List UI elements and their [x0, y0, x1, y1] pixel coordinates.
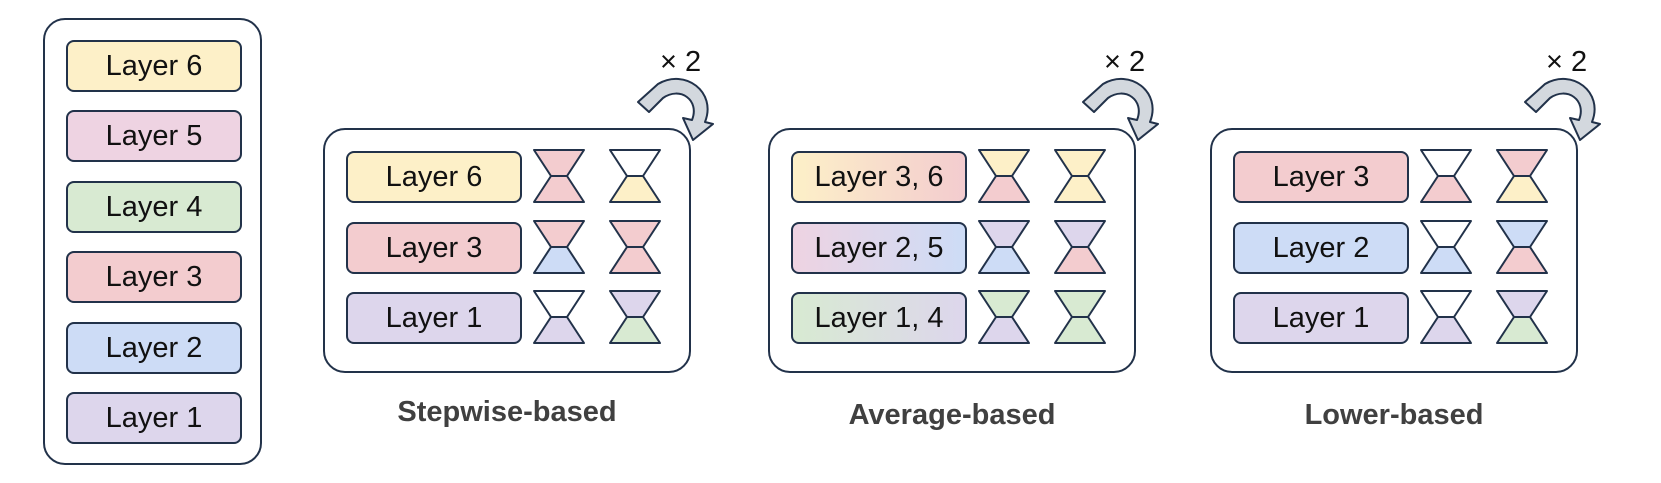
method-layer-box: Layer 1	[1233, 292, 1409, 344]
hourglass-bottom-shape	[1054, 175, 1106, 203]
hourglass-bottom-shape	[1420, 316, 1472, 344]
hourglass-top-shape	[1420, 149, 1472, 177]
hourglass-bottom-shape	[978, 175, 1030, 203]
stack-layer-box: Layer 5	[66, 110, 242, 162]
stepwise-repeat-label: × 2	[660, 46, 702, 78]
method-layer-box: Layer 3	[346, 222, 522, 274]
method-layer-box: Layer 6	[346, 151, 522, 203]
stepwise-caption: Stepwise-based	[397, 396, 617, 428]
hourglass-bottom-shape	[1420, 246, 1472, 274]
hourglass-top-shape	[978, 220, 1030, 248]
method-layer-box: Layer 2	[1233, 222, 1409, 274]
hourglass-top-shape	[1496, 290, 1548, 318]
method-layer-box: Layer 2, 5	[791, 222, 967, 274]
hourglass-bottom-shape	[533, 316, 585, 344]
hourglass-top-shape	[533, 290, 585, 318]
hourglass-bottom-shape	[1496, 246, 1548, 274]
repeat-arrow-icon	[1524, 78, 1601, 141]
hourglass-bottom-shape	[609, 316, 661, 344]
repeat-arrow-icon	[637, 78, 714, 141]
stack-layer-box: Layer 3	[66, 251, 242, 303]
average-caption: Average-based	[848, 399, 1056, 431]
hourglass-top-shape	[1496, 220, 1548, 248]
lower-repeat-label: × 2	[1546, 46, 1588, 78]
hourglass-bottom-shape	[978, 246, 1030, 274]
layer-stack-panel	[43, 18, 262, 465]
hourglass-top-shape	[1054, 149, 1106, 177]
hourglass-top-shape	[1054, 220, 1106, 248]
hourglass-top-shape	[1420, 290, 1472, 318]
hourglass-top-shape	[1496, 149, 1548, 177]
stack-layer-box: Layer 1	[66, 392, 242, 444]
stack-layer-box: Layer 6	[66, 40, 242, 92]
hourglass-bottom-shape	[1496, 175, 1548, 203]
average-repeat-label: × 2	[1104, 46, 1146, 78]
hourglass-bottom-shape	[609, 175, 661, 203]
hourglass-bottom-shape	[533, 246, 585, 274]
stack-layer-box: Layer 4	[66, 181, 242, 233]
hourglass-bottom-shape	[609, 246, 661, 274]
hourglass-top-shape	[1420, 220, 1472, 248]
hourglass-bottom-shape	[1496, 316, 1548, 344]
hourglass-top-shape	[609, 149, 661, 177]
hourglass-top-shape	[609, 220, 661, 248]
repeat-arrow-icon	[1082, 78, 1159, 141]
hourglass-top-shape	[978, 290, 1030, 318]
hourglass-bottom-shape	[1054, 316, 1106, 344]
hourglass-top-shape	[533, 220, 585, 248]
hourglass-bottom-shape	[1054, 246, 1106, 274]
hourglass-top-shape	[533, 149, 585, 177]
hourglass-bottom-shape	[533, 175, 585, 203]
method-layer-box: Layer 3, 6	[791, 151, 967, 203]
method-layer-box: Layer 1, 4	[791, 292, 967, 344]
hourglass-top-shape	[1054, 290, 1106, 318]
hourglass-top-shape	[978, 149, 1030, 177]
lower-caption: Lower-based	[1304, 399, 1484, 431]
stack-layer-box: Layer 2	[66, 322, 242, 374]
method-layer-box: Layer 3	[1233, 151, 1409, 203]
method-layer-box: Layer 1	[346, 292, 522, 344]
hourglass-bottom-shape	[1420, 175, 1472, 203]
hourglass-bottom-shape	[978, 316, 1030, 344]
hourglass-top-shape	[609, 290, 661, 318]
